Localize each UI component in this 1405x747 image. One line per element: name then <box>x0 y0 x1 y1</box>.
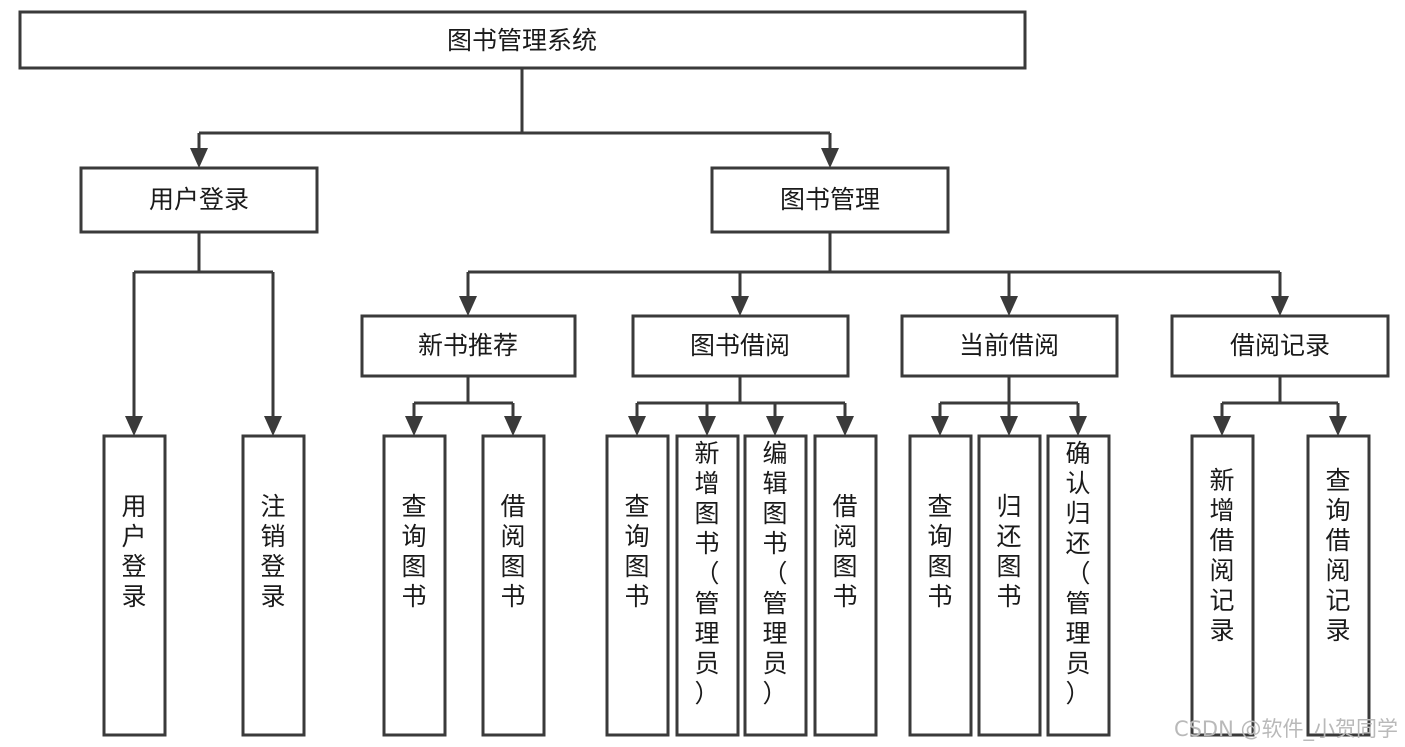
arrow-book-manage-borrow-record <box>1271 296 1289 316</box>
node-borrow-record[interactable]: 借阅记录 <box>1170 314 1390 378</box>
arrow-book-borrow-leaf-4 <box>836 416 854 436</box>
leaf-query-borrow-record-box[interactable] <box>1306 434 1371 737</box>
leaf-query-book-3-label: 查询图书 <box>927 492 952 611</box>
arrow-user-login-leaf-2 <box>264 416 282 436</box>
node-root[interactable]: 图书管理系统 <box>18 10 1027 70</box>
leaf-borrow-book-2-label: 借阅图书 <box>832 492 857 611</box>
leaf-borrow-book-1-label: 借阅图书 <box>500 492 525 611</box>
leaf-query-book-1-box[interactable] <box>382 434 447 737</box>
leaf-borrow-book-2[interactable]: 借阅图书 <box>813 434 878 737</box>
leaf-query-book-3-box[interactable] <box>908 434 973 737</box>
node-book-borrow-label: 图书借阅 <box>690 331 790 360</box>
watermark: CSDN @软件_小贺同学 <box>1174 717 1398 742</box>
leaf-query-book-2[interactable]: 查询图书 <box>605 434 670 737</box>
node-root-label: 图书管理系统 <box>447 26 597 55</box>
node-new-book-recommend-label: 新书推荐 <box>418 331 518 360</box>
node-book-borrow[interactable]: 图书借阅 <box>631 314 850 378</box>
arrow-root-to-user-login <box>190 148 208 168</box>
arrow-book-borrow-leaf-3 <box>766 416 784 436</box>
leaf-logout-login-label: 注销登录 <box>260 492 285 611</box>
arrow-root-to-book-manage <box>821 148 839 168</box>
leaf-query-book-1[interactable]: 查询图书 <box>382 434 447 737</box>
arrow-book-manage-new-book-recommend <box>459 296 477 316</box>
node-user-login-box[interactable] <box>79 166 319 234</box>
leaf-confirm-return-admin-box[interactable] <box>1046 434 1111 737</box>
leaf-user-login-label: 用户登录 <box>121 492 146 611</box>
leaf-logout-login-box[interactable] <box>241 434 306 737</box>
leaf-return-book-label: 归还图书 <box>996 492 1021 611</box>
leaf-query-borrow-record[interactable]: 查询借阅记录 <box>1306 434 1371 737</box>
leaf-query-book-3[interactable]: 查询图书 <box>908 434 973 737</box>
leaf-user-login[interactable]: 用户登录 <box>102 434 167 737</box>
node-new-book-recommend[interactable]: 新书推荐 <box>360 314 577 378</box>
arrow-book-borrow-leaf-1 <box>628 416 646 436</box>
node-current-borrow-label: 当前借阅 <box>959 331 1059 360</box>
leaf-edit-book-admin-label: 编辑图书（管理员） <box>762 439 787 708</box>
leaf-borrow-book-1-box[interactable] <box>481 434 546 737</box>
leaf-return-book[interactable]: 归还图书 <box>977 434 1042 737</box>
leaf-query-book-2-box[interactable] <box>605 434 670 737</box>
arrow-book-manage-current-borrow <box>1000 296 1018 316</box>
node-user-login-label: 用户登录 <box>149 185 249 214</box>
connector-group-user-login <box>125 232 282 436</box>
node-book-manage[interactable]: 图书管理 <box>710 166 950 234</box>
leaf-user-login-box[interactable] <box>102 434 167 737</box>
leaf-edit-book-admin[interactable]: 编辑图书（管理员） <box>743 434 808 737</box>
connector-group-borrow-record <box>1213 376 1347 436</box>
node-current-borrow-box[interactable] <box>900 314 1119 378</box>
leaf-add-book-admin-box[interactable] <box>675 434 740 737</box>
connector-group-book-borrow <box>628 376 854 436</box>
leaf-add-borrow-record[interactable]: 新增借阅记录 <box>1190 434 1255 737</box>
leaf-logout-login[interactable]: 注销登录 <box>241 434 306 737</box>
arrow-current-borrow-leaf-1 <box>931 416 949 436</box>
leaf-edit-book-admin-box[interactable] <box>743 434 808 737</box>
arrow-user-login-leaf-1 <box>125 416 143 436</box>
node-user-login[interactable]: 用户登录 <box>79 166 319 234</box>
leaf-return-book-box[interactable] <box>977 434 1042 737</box>
arrow-borrow-record-leaf-2 <box>1329 416 1347 436</box>
leaf-query-book-2-label: 查询图书 <box>624 492 649 611</box>
connector-group-new-book-recommend <box>405 376 522 436</box>
arrow-new-book-recommend-leaf-2 <box>504 416 522 436</box>
node-borrow-record-label: 借阅记录 <box>1230 331 1330 360</box>
node-borrow-record-box[interactable] <box>1170 314 1390 378</box>
node-current-borrow[interactable]: 当前借阅 <box>900 314 1119 378</box>
node-book-borrow-box[interactable] <box>631 314 850 378</box>
leaf-add-borrow-record-label: 新增借阅记录 <box>1209 466 1234 645</box>
leaf-add-book-admin-label: 新增图书（管理员） <box>694 439 719 708</box>
connector-group-root <box>190 68 839 168</box>
node-new-book-recommend-box[interactable] <box>360 314 577 378</box>
arrow-book-manage-book-borrow <box>731 296 749 316</box>
leaf-query-book-1-label: 查询图书 <box>401 492 426 611</box>
node-root-box[interactable] <box>18 10 1027 70</box>
node-book-manage-label: 图书管理 <box>780 185 880 214</box>
leaf-borrow-book-1[interactable]: 借阅图书 <box>481 434 546 737</box>
leaf-add-book-admin[interactable]: 新增图书（管理员） <box>675 434 740 737</box>
leaf-borrow-book-2-box[interactable] <box>813 434 878 737</box>
connector-group-current-borrow <box>931 376 1087 436</box>
node-book-manage-box[interactable] <box>710 166 950 234</box>
leaf-confirm-return-admin-label: 确认归还（管理员） <box>1065 439 1090 708</box>
leaf-confirm-return-admin[interactable]: 确认归还（管理员） <box>1046 434 1111 737</box>
leaf-query-borrow-record-label: 查询借阅记录 <box>1325 466 1350 645</box>
arrow-book-borrow-leaf-2 <box>698 416 716 436</box>
connector-group-book-manage <box>459 232 1289 316</box>
arrow-new-book-recommend-leaf-1 <box>405 416 423 436</box>
arrow-current-borrow-leaf-3 <box>1069 416 1087 436</box>
leaf-add-borrow-record-box[interactable] <box>1190 434 1255 737</box>
arrow-borrow-record-leaf-1 <box>1213 416 1231 436</box>
arrow-current-borrow-leaf-2 <box>1000 416 1018 436</box>
